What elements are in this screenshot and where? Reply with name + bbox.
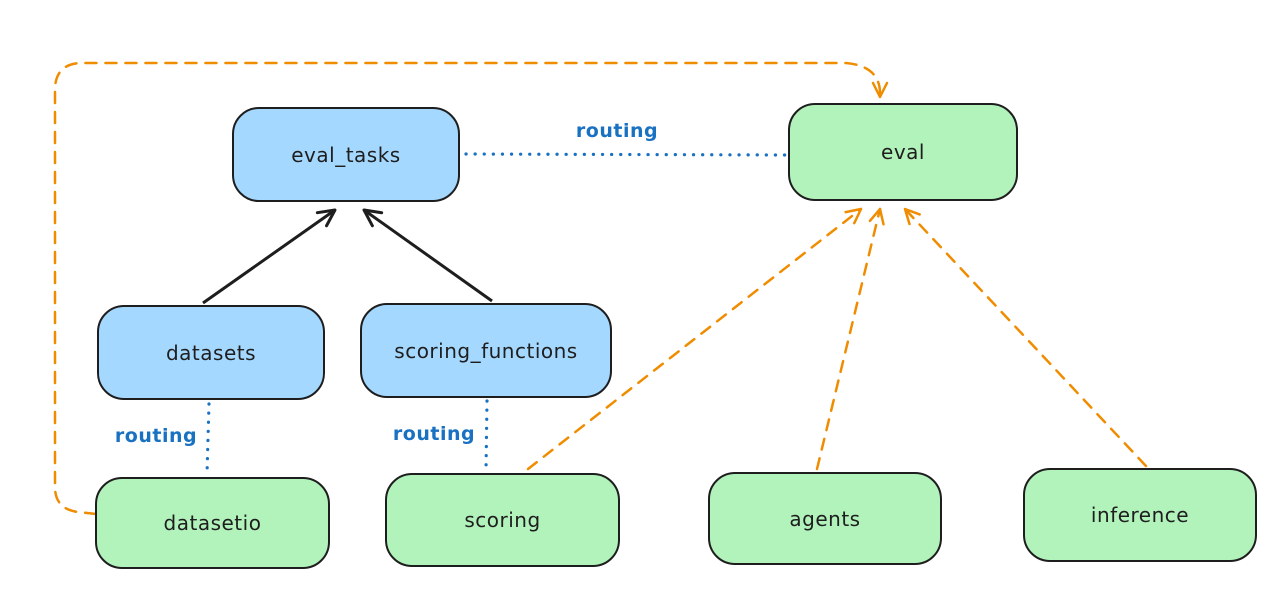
edge-label-routing-datasetio: routing	[111, 425, 201, 447]
edge-inference-to-eval	[903, 207, 1148, 468]
node-datasetio: datasetio	[95, 477, 330, 569]
edge-label-routing-scoring: routing	[389, 423, 479, 445]
node-inference: inference	[1023, 468, 1257, 562]
edge-datasets-to-eval_tasks	[202, 208, 337, 305]
edge-eval_tasks-to-eval	[464, 152, 789, 157]
node-eval_tasks: eval_tasks	[232, 107, 460, 202]
node-eval_tasks-label: eval_tasks	[291, 142, 401, 167]
edge-scoring_functions-to-scoring	[484, 399, 489, 472]
edge-scoring-to-eval	[526, 207, 863, 471]
node-datasets-label: datasets	[165, 340, 257, 365]
node-scoring_functions-label: scoring_functions	[394, 338, 578, 363]
edge-label-routing-top: routing	[572, 120, 662, 142]
edge-agents-to-eval	[815, 207, 885, 471]
node-eval-label: eval	[881, 140, 925, 164]
node-scoring: scoring	[385, 473, 620, 567]
node-datasetio-label: datasetio	[163, 511, 262, 535]
node-inference-label: inference	[1090, 503, 1190, 527]
node-agents-label: agents	[789, 506, 861, 531]
node-scoring_functions: scoring_functions	[360, 303, 612, 398]
node-agents: agents	[708, 472, 942, 565]
edge-datasetio-to-eval	[53, 61, 889, 516]
node-scoring-label: scoring	[464, 508, 541, 532]
node-eval: eval	[788, 103, 1018, 201]
edge-datasets-to-datasetio	[205, 402, 211, 476]
node-datasets: datasets	[97, 305, 325, 400]
edge-scoring_functions-to-eval_tasks	[362, 208, 493, 303]
